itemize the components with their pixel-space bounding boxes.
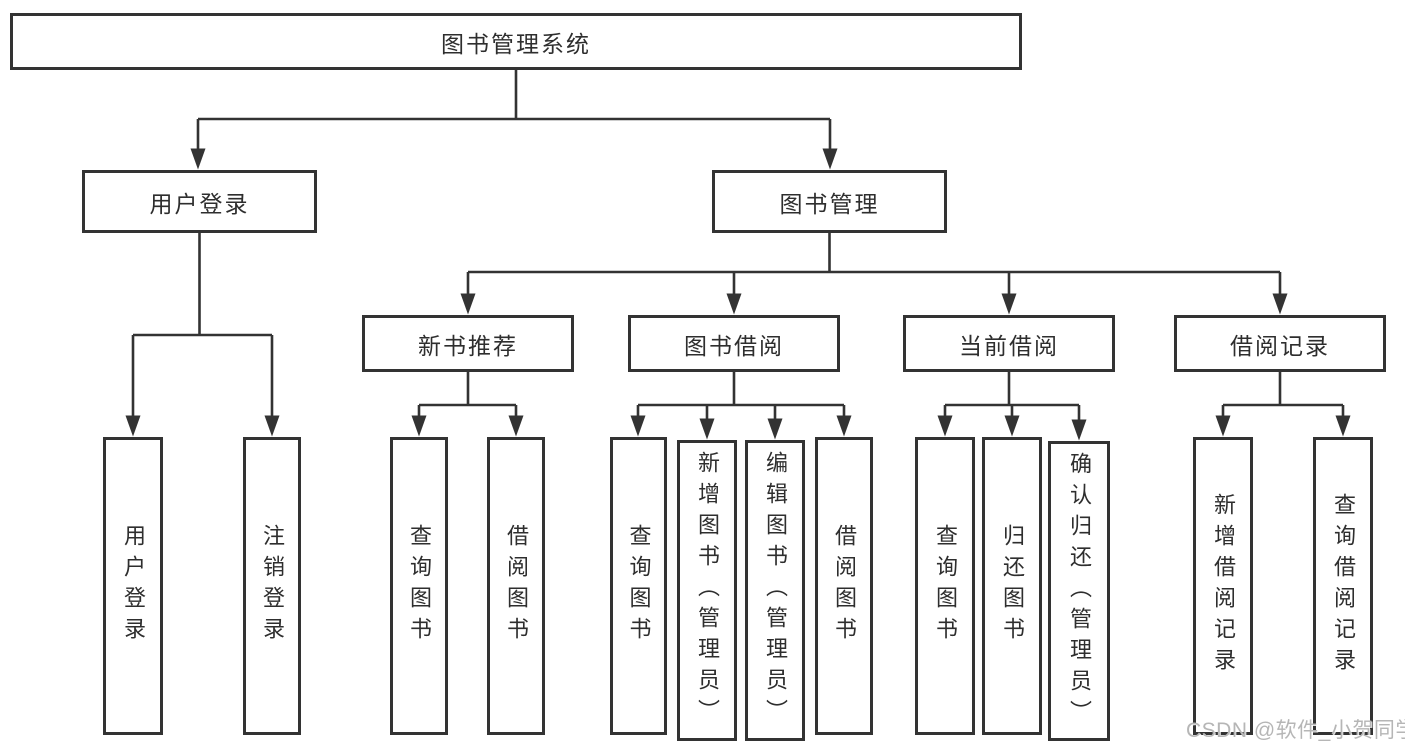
leaf-add-books-admin: 新增图书（管理员） xyxy=(677,440,737,741)
node-root-library-management-system: 图书管理系统 xyxy=(10,13,1022,70)
wire-user-login-branch xyxy=(131,233,274,418)
leaf-add-borrow-record: 新增借阅记录 xyxy=(1193,437,1253,735)
wire-current-borrow-branch xyxy=(943,372,1081,422)
wire-new-book-recommend-branch xyxy=(417,372,518,418)
leaf-current-query-books: 查询图书 xyxy=(915,437,975,735)
node-user-login: 用户登录 xyxy=(82,170,317,233)
node-new-book-recommend: 新书推荐 xyxy=(362,315,574,372)
arrowheads xyxy=(125,148,1351,441)
node-book-borrow: 图书借阅 xyxy=(628,315,840,372)
wire-book-borrow-branch xyxy=(636,372,846,421)
leaf-confirm-return-admin: 确认归还（管理员） xyxy=(1048,441,1110,741)
leaf-edit-books-admin: 编辑图书（管理员） xyxy=(745,440,805,741)
wire-borrow-records-branch xyxy=(1221,372,1345,418)
leaf-user-login: 用户登录 xyxy=(103,437,163,735)
leaf-query-borrow-record: 查询借阅记录 xyxy=(1313,437,1373,735)
csdn-watermark: CSDN @软件_小贺同学 xyxy=(1186,719,1405,742)
leaf-logout: 注销登录 xyxy=(243,437,301,735)
wire-book-management-branch xyxy=(466,233,1282,296)
node-borrow-records: 借阅记录 xyxy=(1174,315,1386,372)
leaf-borrow-query-books: 查询图书 xyxy=(610,437,667,735)
leaf-recommend-query-books: 查询图书 xyxy=(390,437,448,735)
leaf-borrow-books: 借阅图书 xyxy=(815,437,873,735)
leaf-recommend-borrow-books: 借阅图书 xyxy=(487,437,545,735)
node-book-management: 图书管理 xyxy=(712,170,947,233)
leaf-return-books: 归还图书 xyxy=(982,437,1042,735)
node-current-borrow: 当前借阅 xyxy=(903,315,1115,372)
wire-root-to-level2 xyxy=(196,70,832,152)
